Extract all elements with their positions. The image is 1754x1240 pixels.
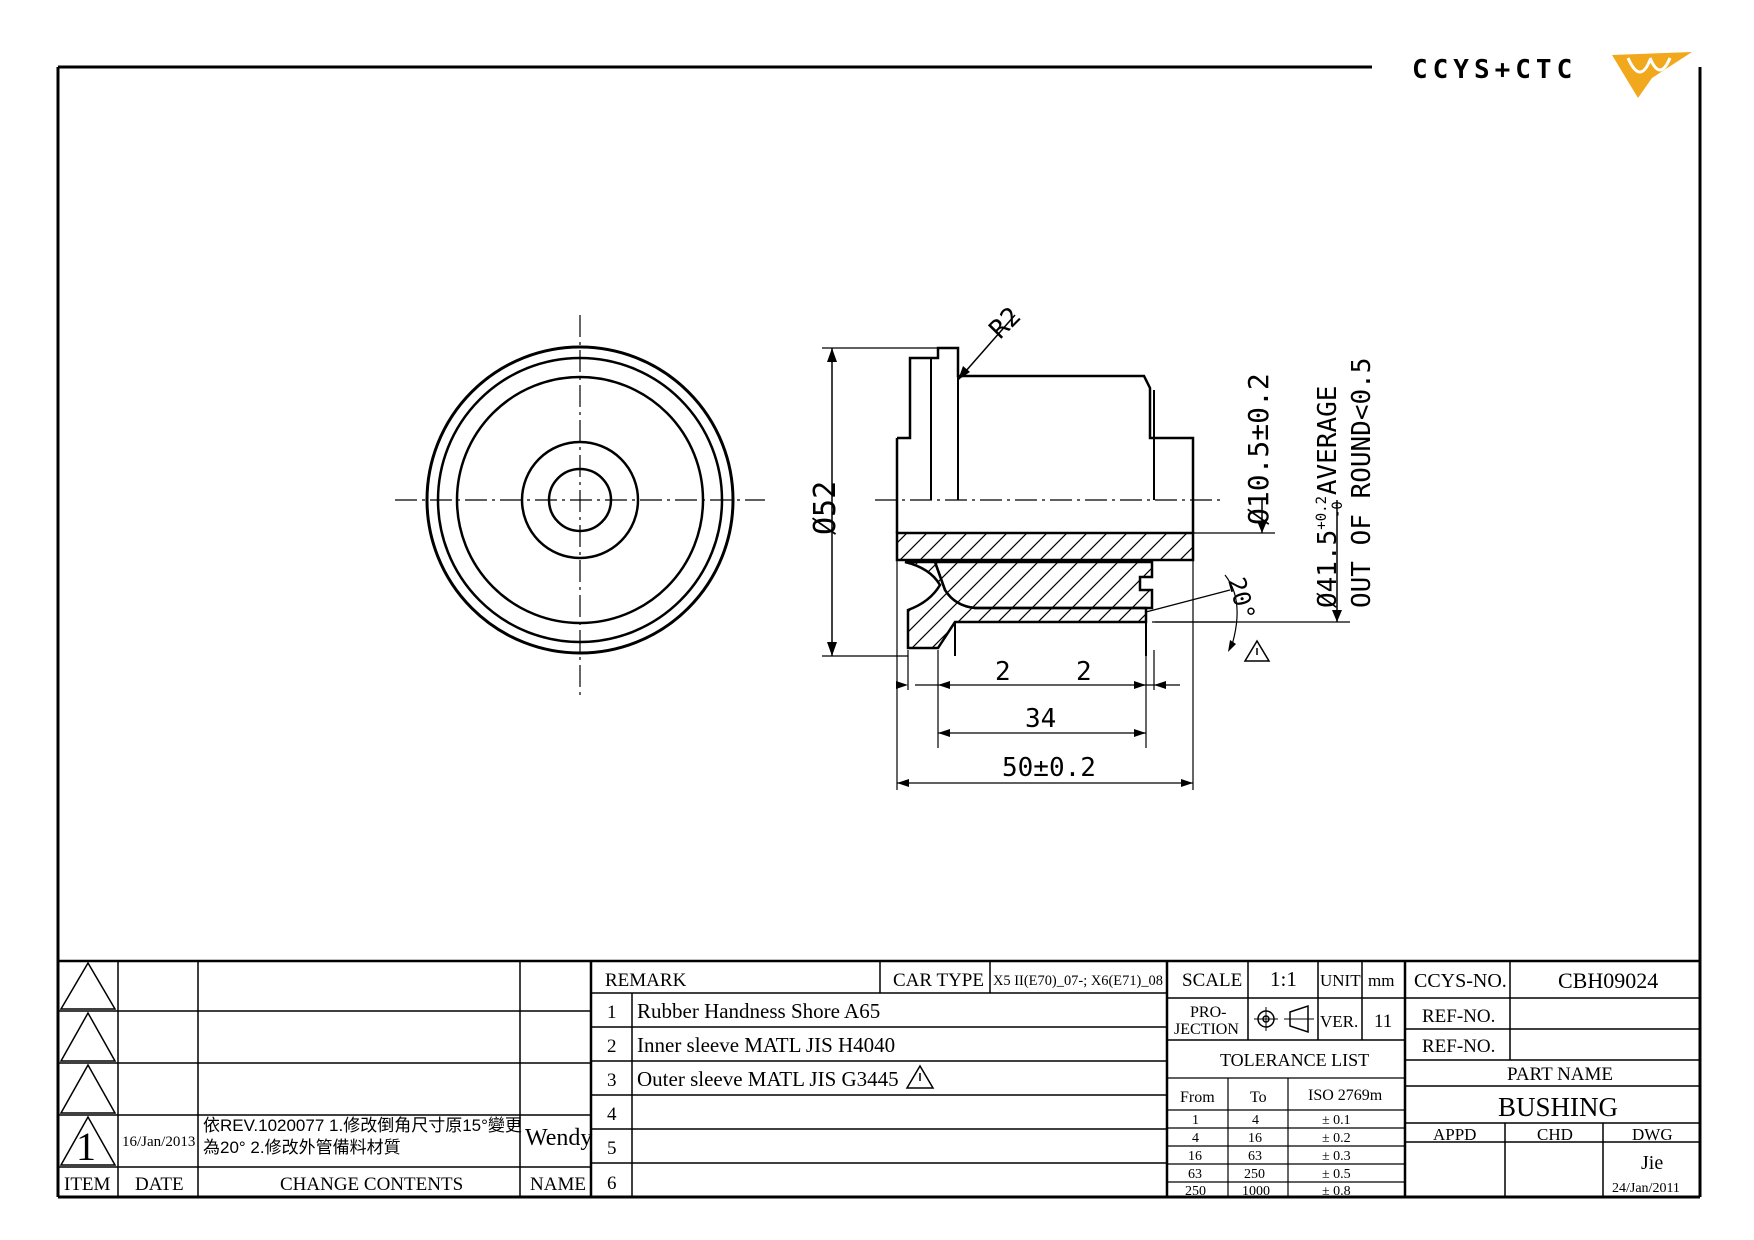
- ref-no-label-1: REF-NO.: [1422, 1006, 1495, 1027]
- tol-row-5-from: 250: [1185, 1184, 1206, 1199]
- tol-row-3-tol: ± 0.3: [1322, 1149, 1351, 1164]
- header-date: DATE: [135, 1174, 184, 1195]
- remark-text-1: Rubber Handness Shore A65: [637, 999, 880, 1023]
- scale-value: 1:1: [1270, 967, 1297, 991]
- projection-line1: PRO-: [1190, 1004, 1226, 1021]
- projection-symbol-icon: [1254, 1004, 1314, 1034]
- revision-table: 1 16/Jan/2013 依REV.1020077 1.修改倒角尺寸原15°變…: [64, 1116, 592, 1195]
- tol-row-2-from: 4: [1192, 1131, 1199, 1146]
- tol-row-3-to: 63: [1248, 1149, 1262, 1164]
- appd-label: APPD: [1433, 1125, 1476, 1144]
- header-item: ITEM: [64, 1174, 111, 1195]
- dim-overall-length: 50±0.2: [1002, 753, 1096, 783]
- outer-flange-section: [904, 560, 1148, 650]
- revision-name: Wendy: [525, 1125, 592, 1151]
- revision-item: 1: [76, 1124, 96, 1169]
- dim-out-of-round: OUT OF ROUND<0.5: [1347, 358, 1377, 608]
- ccys-no-label: CCYS-NO.: [1414, 970, 1507, 992]
- header-name: NAME: [530, 1174, 586, 1195]
- dim-right-chamfer: 2: [1076, 657, 1092, 687]
- remark-num-1: 1: [607, 1002, 617, 1023]
- tol-header-from: From: [1180, 1089, 1215, 1106]
- part-name-value: BUSHING: [1498, 1092, 1618, 1122]
- tol-row-4-from: 63: [1188, 1167, 1202, 1182]
- front-view: [395, 315, 765, 695]
- chd-label: CHD: [1537, 1125, 1573, 1144]
- ccys-no-value: CBH09024: [1558, 968, 1658, 993]
- dim-sleeve-diameter: Ø41.5+0.2-0AVERAGE: [1313, 386, 1346, 608]
- remark-text-3: Outer sleeve MATL JIS G3445: [637, 1067, 899, 1091]
- company-logo: CCYS+CTC: [1412, 52, 1692, 98]
- unit-label: UNIT: [1320, 971, 1361, 990]
- remark-num-2: 2: [607, 1036, 617, 1057]
- header-change: CHANGE CONTENTS: [280, 1174, 463, 1195]
- title-block-grid: [58, 959, 1700, 1197]
- remark-num-5: 5: [607, 1138, 617, 1159]
- dim-outer-diameter: Ø52: [808, 481, 843, 535]
- rubber-section: [933, 560, 1154, 610]
- tol-row-3-from: 16: [1188, 1149, 1202, 1164]
- section-view: [875, 346, 1225, 656]
- car-type-value: X5 II(E70)_07-; X6(E71)_08: [993, 973, 1163, 989]
- tol-row-2-to: 16: [1248, 1131, 1262, 1146]
- revision-triangles: [59, 961, 117, 1166]
- dwg-date: 24/Jan/2011: [1612, 1181, 1680, 1196]
- remark-num-3: 3: [607, 1070, 617, 1091]
- dwg-name: Jie: [1641, 1152, 1663, 1174]
- remark-header: REMARK: [605, 970, 687, 991]
- tol-header-to: To: [1250, 1089, 1267, 1106]
- part-name-label: PART NAME: [1507, 1064, 1613, 1085]
- remark-num-4: 4: [607, 1104, 617, 1125]
- dim-angle: 20°: [1222, 574, 1260, 623]
- remarks-table: REMARK CAR TYPE X5 II(E70)_07-; X6(E71)_…: [605, 970, 1163, 1194]
- projection-line2: JECTION: [1174, 1021, 1239, 1038]
- car-type-label: CAR TYPE: [893, 970, 984, 991]
- dim-left-chamfer: 2: [995, 657, 1011, 687]
- ref-no-label-2: REF-NO.: [1422, 1036, 1495, 1057]
- dim-inner-length: 34: [1025, 704, 1056, 734]
- scale-tolerance-block: SCALE 1:1 UNIT mm PRO- JECTION VER. 11 T…: [1174, 967, 1394, 1199]
- revision-date: 16/Jan/2013: [122, 1134, 195, 1150]
- tol-row-4-tol: ± 0.5: [1322, 1167, 1351, 1182]
- revision-change-line1: 依REV.1020077 1.修改倒角尺寸原15°變更: [203, 1116, 522, 1135]
- remark-num-6: 6: [607, 1173, 617, 1194]
- tol-row-4-to: 250: [1244, 1167, 1265, 1182]
- dim-radius: R2: [984, 302, 1027, 345]
- part-info-block: CCYS-NO. CBH09024 REF-NO. REF-NO. PART N…: [1414, 968, 1680, 1196]
- scale-label: SCALE: [1182, 970, 1242, 991]
- inner-sleeve-section: [895, 531, 1195, 562]
- tol-row-5-to: 1000: [1242, 1184, 1270, 1199]
- tol-row-5-tol: ± 0.8: [1322, 1184, 1351, 1199]
- tol-row-1-tol: ± 0.1: [1322, 1113, 1351, 1128]
- dwg-label: DWG: [1632, 1125, 1673, 1144]
- remark-text-2: Inner sleeve MATL JIS H4040: [637, 1033, 895, 1057]
- tolerance-title: TOLERANCE LIST: [1220, 1050, 1369, 1070]
- tol-header-iso: ISO 2769m: [1308, 1087, 1383, 1104]
- drawing-frame: [56, 65, 1702, 1199]
- dim-bore: Ø10.5±0.2: [1242, 373, 1275, 525]
- tol-row-2-tol: ± 0.2: [1322, 1131, 1351, 1146]
- revision-change-line2: 為20° 2.修改外管備料材質: [203, 1138, 401, 1157]
- remark-warning-icon: [905, 1064, 935, 1089]
- revision-triangle-icon: [1243, 639, 1271, 662]
- tol-row-1-from: 1: [1192, 1113, 1199, 1128]
- ver-label: VER.: [1320, 1012, 1358, 1031]
- unit-value: mm: [1368, 971, 1394, 990]
- tol-row-1-to: 4: [1252, 1113, 1259, 1128]
- logo-text: CCYS+CTC: [1412, 55, 1577, 85]
- ver-value: 11: [1374, 1011, 1392, 1032]
